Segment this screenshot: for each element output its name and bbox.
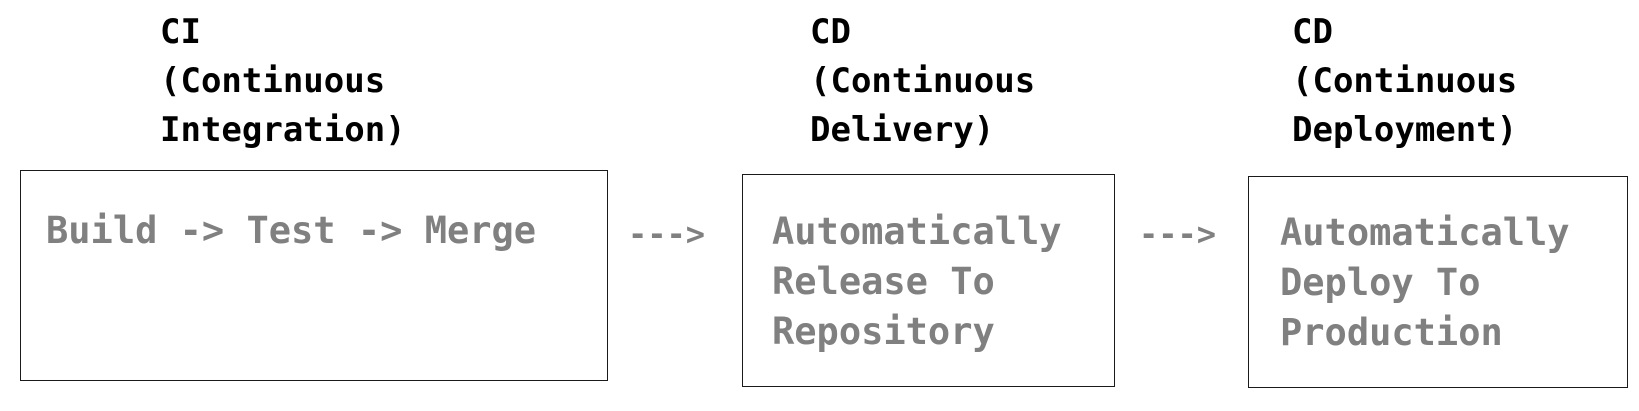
ci-title-line-3: Integration) <box>160 110 406 150</box>
delivery-stage-box <box>742 174 1115 387</box>
delivery-title-line-2: (Continuous <box>810 61 1036 101</box>
deployment-body-line-3: Production <box>1280 311 1503 354</box>
ci-to-delivery-arrow: ---> <box>628 215 706 253</box>
ci-stage-box <box>20 170 608 381</box>
ci-title-line-1: CI <box>160 12 201 52</box>
ci-title-line-2: (Continuous <box>160 61 386 101</box>
delivery-stage-body: Automatically Release To Repository <box>772 207 1062 357</box>
deployment-title-line-1: CD <box>1292 12 1333 52</box>
delivery-to-deployment-arrow: ---> <box>1139 215 1217 253</box>
delivery-body-line-3: Repository <box>772 310 995 353</box>
delivery-stage-title: CD (Continuous Delivery) <box>810 8 1035 155</box>
deployment-stage-box <box>1248 176 1628 388</box>
ci-body-line-1: Build -> Test -> Merge <box>46 209 537 252</box>
delivery-title-line-3: Delivery) <box>810 110 995 150</box>
delivery-body-line-1: Automatically <box>772 210 1062 253</box>
deployment-stage-body: Automatically Deploy To Production <box>1280 208 1570 358</box>
deployment-title-line-3: Deployment) <box>1292 110 1518 150</box>
delivery-body-line-2: Release To <box>772 260 995 303</box>
deployment-title-line-2: (Continuous <box>1292 61 1518 101</box>
deployment-body-line-2: Deploy To <box>1280 261 1481 304</box>
deployment-stage-title: CD (Continuous Deployment) <box>1292 8 1517 155</box>
ci-stage-body: Build -> Test -> Merge <box>46 206 536 256</box>
ci-stage-title: CI (Continuous Integration) <box>160 8 406 155</box>
delivery-title-line-1: CD <box>810 12 851 52</box>
deployment-body-line-1: Automatically <box>1280 211 1570 254</box>
